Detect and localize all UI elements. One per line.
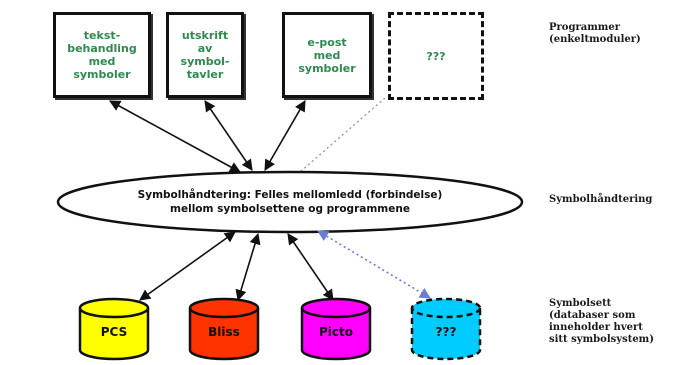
program-tekstbehandling: tekst- behandling med symboler	[53, 12, 151, 98]
symbol-set-label-bliss: Bliss	[208, 325, 240, 339]
program-epost: e-post med symboler	[282, 12, 372, 98]
hub-text: Symbolhåndtering: Felles mellomledd (for…	[60, 188, 520, 216]
hub-line-1: Symbolhåndtering: Felles mellomledd (for…	[137, 189, 443, 201]
link-tekst-hub	[109, 100, 241, 173]
link-hub-bliss	[235, 232, 261, 302]
link-epost-hub	[264, 100, 306, 171]
link-hub-unknown-set	[317, 230, 431, 299]
cylinder-pcs	[78, 297, 150, 361]
link-utskrift-hub	[204, 100, 253, 171]
program-utskrift: utskrift av symbol- tavler	[166, 12, 244, 98]
link-hub-picto	[287, 233, 334, 301]
link-hub-pcs	[139, 231, 236, 301]
program-label: utskrift av symbol- tavler	[180, 29, 230, 81]
symbol-set-label-pcs: PCS	[100, 325, 128, 339]
cylinder-unknown	[410, 297, 482, 361]
program-label: e-post med symboler	[298, 35, 356, 75]
symbol-set-label-picto: Picto	[318, 325, 353, 339]
side-label-programs: Programmer (enkeltmoduler)	[549, 22, 641, 45]
link-unknown-program-hub	[299, 97, 386, 173]
side-label-handling: Symbolhåndtering	[549, 194, 653, 205]
program-unknown: ???	[388, 12, 484, 100]
program-label: tekst- behandling med symboler	[67, 29, 137, 81]
hub-ellipse	[56, 170, 524, 234]
program-label: ???	[426, 49, 446, 63]
side-label-symbol-sets: Symbolsett (databaser som inneholder hve…	[549, 298, 654, 345]
hub-line-2: mellom symbolsettene og programmene	[170, 203, 410, 215]
cylinder-bliss	[188, 297, 260, 361]
cylinder-picto	[300, 297, 372, 361]
symbol-set-label-unknown: ???	[435, 325, 457, 339]
